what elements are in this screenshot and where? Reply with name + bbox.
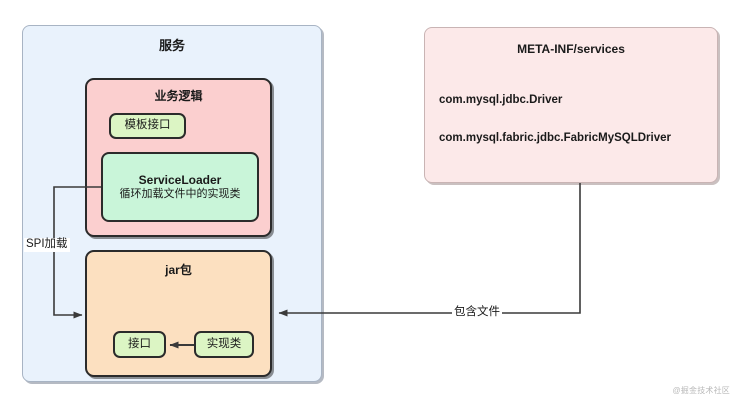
watermark: @掘金技术社区 bbox=[672, 386, 730, 395]
meta-inf-services-container: META-INF/services com.mysql.jdbc.Driver … bbox=[424, 27, 718, 183]
edge-label-contains-file: 包含文件 bbox=[452, 306, 502, 320]
service-loader-description: 循环加载文件中的实现类 bbox=[119, 187, 241, 200]
interface-node: 接口 bbox=[113, 331, 166, 358]
meta-inf-entry: com.mysql.jdbc.Driver bbox=[439, 94, 563, 106]
meta-inf-entry: com.mysql.fabric.jdbc.FabricMySQLDriver bbox=[439, 132, 671, 144]
template-interface-label: 模板接口 bbox=[124, 119, 171, 132]
impl-class-label: 实现类 bbox=[206, 337, 242, 350]
impl-class-node: 实现类 bbox=[194, 331, 254, 358]
interface-label: 接口 bbox=[128, 337, 151, 350]
meta-inf-services-title: META-INF/services bbox=[517, 42, 625, 56]
edge-contains-file bbox=[278, 183, 581, 317]
service-container-title: 服务 bbox=[158, 38, 185, 53]
service-loader-node: ServiceLoader 循环加载文件中的实现类 bbox=[101, 152, 259, 222]
template-interface-node: 模板接口 bbox=[109, 113, 186, 139]
business-logic-title: 业务逻辑 bbox=[154, 89, 203, 103]
jar-package-title: jar包 bbox=[165, 263, 192, 277]
edge-label-spi-load: SPI加载 bbox=[24, 238, 70, 252]
service-loader-title: ServiceLoader bbox=[138, 172, 222, 187]
